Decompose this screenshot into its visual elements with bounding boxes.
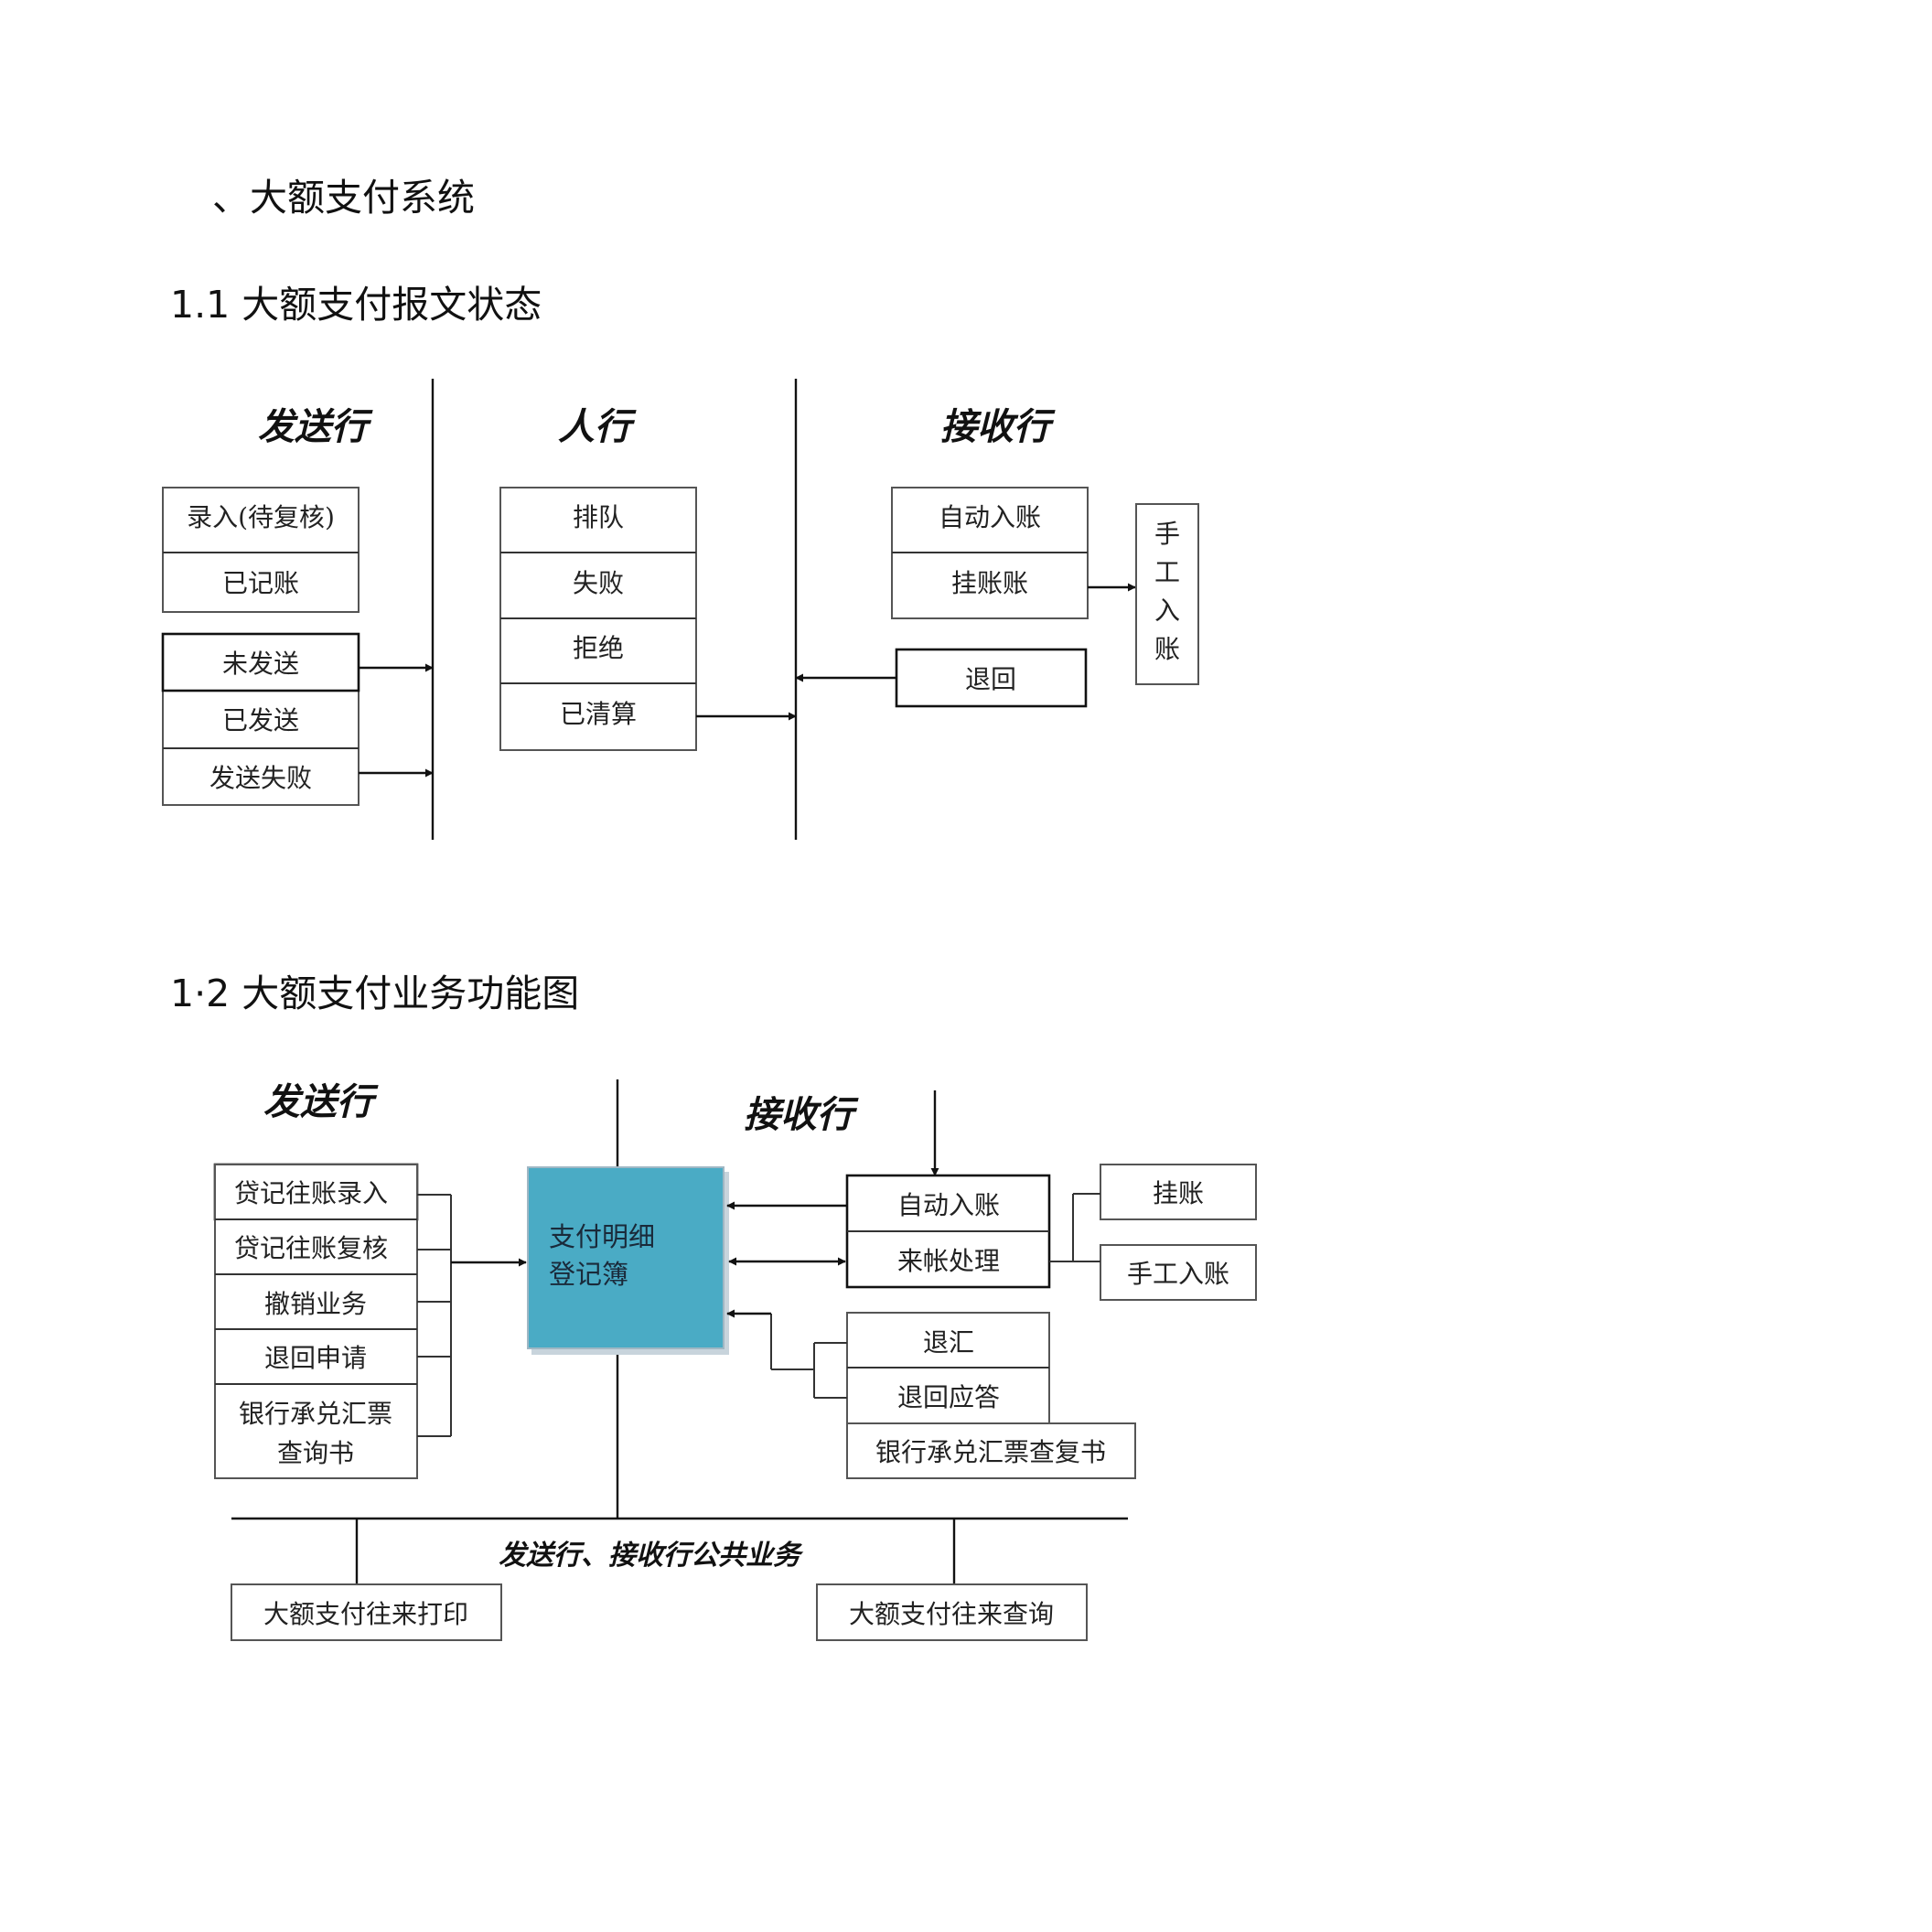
s2-credit-review: 贷记往账复核 — [234, 1233, 388, 1263]
s1-sender-top-group — [162, 487, 360, 613]
s2-manual-credit: 手工入账 — [1127, 1259, 1229, 1289]
s1-col-receiver: 接收行 — [940, 405, 1056, 448]
s2-suspense-box — [1100, 1164, 1257, 1220]
s1-state-cleared: 已清算 — [560, 699, 637, 729]
s2-draft-inquiry-line2: 查询书 — [277, 1438, 354, 1468]
s2-common-print: 大额支付往来打印 — [263, 1599, 468, 1629]
s2-register-line2: 登记簿 — [549, 1259, 628, 1290]
s2-register-box — [527, 1166, 724, 1349]
s2-draft-inquiry-line1: 银行承兑汇票 — [239, 1399, 392, 1429]
s2-suspense: 挂账 — [1153, 1178, 1204, 1208]
s2-manual-credit-box — [1100, 1244, 1257, 1301]
s1-state-rejected: 拒绝 — [573, 633, 624, 663]
s1-state-entry: 录入(待复核) — [187, 502, 335, 532]
s1-state-booked: 已记账 — [222, 568, 299, 598]
s2-common-label: 发送行、接收行公共业务 — [499, 1540, 804, 1572]
s2-return-reply: 退回应答 — [897, 1382, 1000, 1412]
s2-cancel-business: 撤销业务 — [264, 1289, 367, 1319]
s2-draft-reply: 银行承兑汇票查复书 — [875, 1437, 1106, 1467]
s1-state-returned: 退回 — [965, 664, 1016, 694]
s1-col-sender: 发送行 — [258, 405, 373, 448]
s1-manual-char-1: 手 — [1154, 519, 1180, 549]
function-diagram: 发送行 接收行 贷记往账录入 贷记往账复核 撤销业务 退回申请 银行承兑汇票 查… — [213, 1079, 1257, 1641]
s1-state-sent: 已发送 — [222, 705, 299, 735]
s1-manual-char-2: 工 — [1154, 557, 1180, 587]
s1-state-send-failed: 发送失败 — [209, 763, 312, 793]
s2-incoming-process: 来帐处理 — [897, 1246, 1000, 1276]
s2-common-query-box — [816, 1583, 1088, 1641]
s2-sender-bracket — [417, 1194, 527, 1437]
s2-draft-reply-box — [846, 1422, 1136, 1479]
s2-credit-entry: 贷记往账录入 — [234, 1178, 388, 1208]
s1-manual-credit-box — [1135, 503, 1199, 685]
s2-right-bracket — [1049, 1193, 1100, 1262]
status-diagram: 发送行 人行 接收行 录入(待复核) 已记账 未发送 已发送 发送失败 排队 失… — [161, 379, 1199, 840]
s2-common-print-box — [231, 1583, 502, 1641]
s2-common-query: 大额支付往来查询 — [849, 1599, 1054, 1629]
s1-manual-char-4: 账 — [1154, 634, 1180, 664]
s2-bottom-bracket — [726, 1309, 847, 1399]
s1-manual-char-3: 入 — [1154, 596, 1180, 626]
s2-sender-group — [214, 1164, 418, 1479]
s2-auto-credit: 自动入账 — [897, 1190, 1000, 1220]
s1-state-failed: 失败 — [573, 568, 624, 598]
main-heading: 、大额支付系统 — [212, 176, 475, 220]
section2-heading: 1·2 大额支付业务功能图 — [170, 971, 579, 1015]
s1-state-unsent: 未发送 — [222, 649, 299, 679]
section1-heading: 1.1 大额支付报文状态 — [170, 283, 542, 327]
s1-state-queued: 排队 — [573, 502, 624, 532]
s2-col-sender: 发送行 — [263, 1080, 379, 1123]
s1-col-central: 人行 — [558, 405, 637, 448]
s2-col-receiver: 接收行 — [744, 1093, 859, 1136]
s1-state-auto-credit: 自动入账 — [939, 502, 1041, 532]
s2-refund: 退汇 — [923, 1327, 974, 1358]
s1-state-unsent-box — [161, 632, 360, 692]
s2-return-request: 退回申请 — [264, 1343, 367, 1373]
s1-state-suspense: 挂账账 — [951, 568, 1028, 598]
s2-register-line1: 支付明细 — [549, 1221, 655, 1252]
